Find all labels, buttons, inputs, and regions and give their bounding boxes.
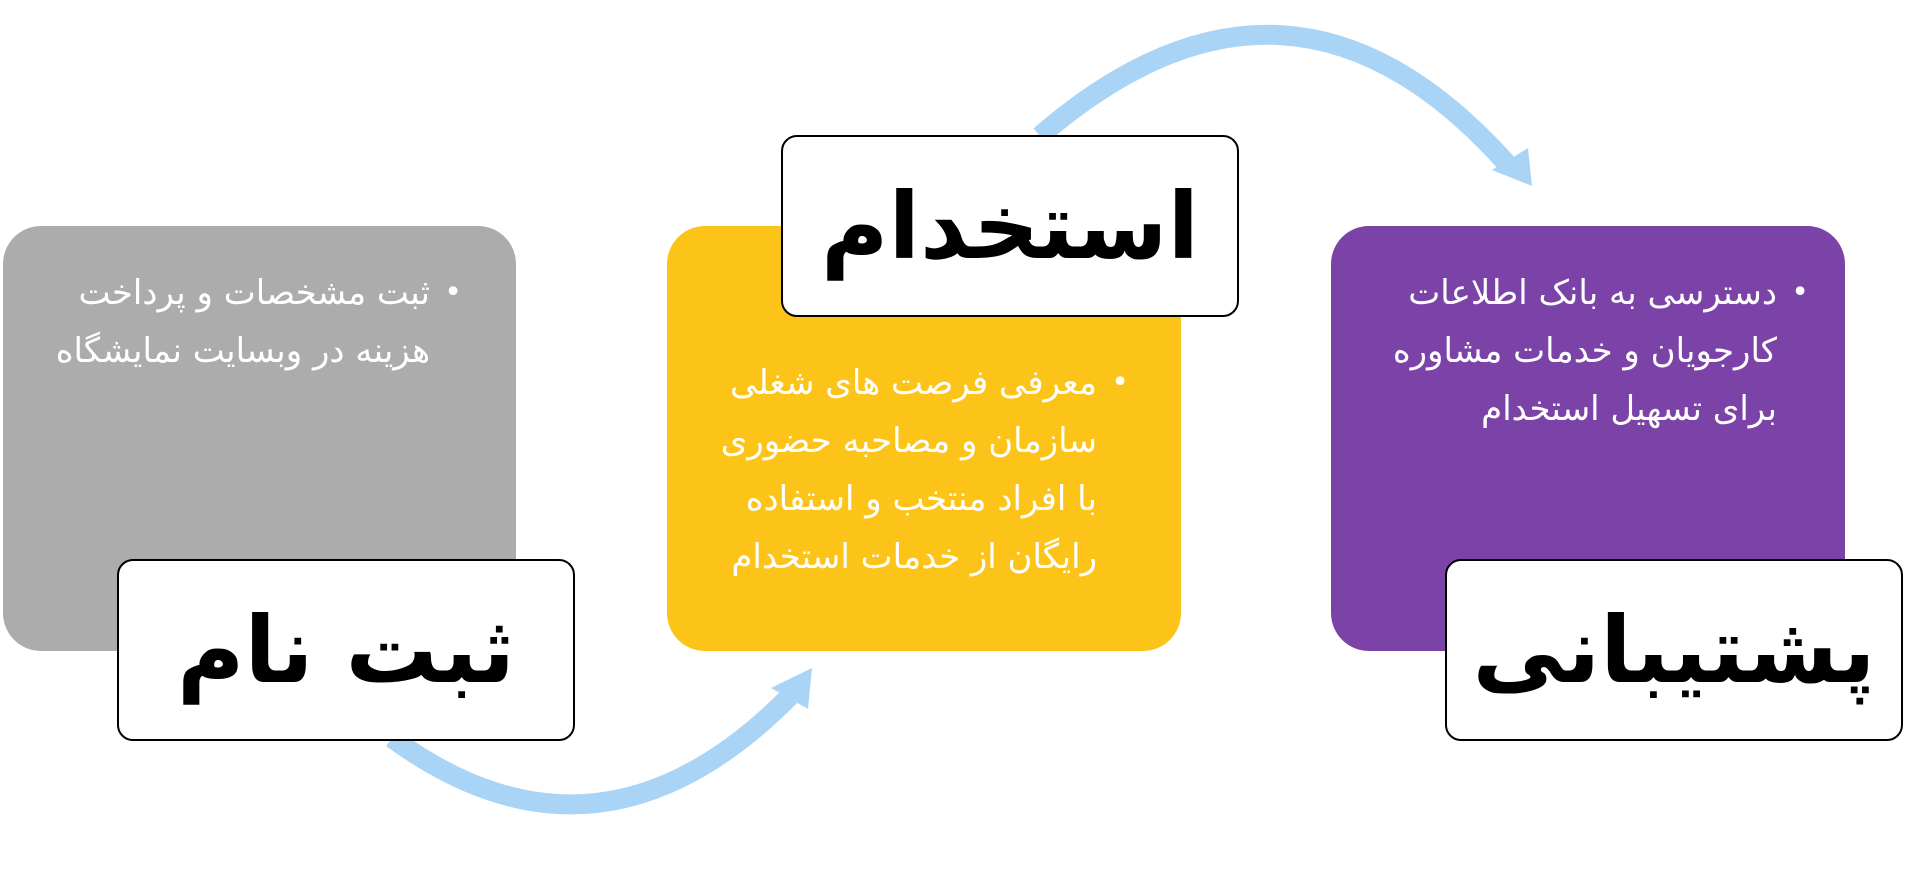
bullet-list-hire: معرفی فرصت های شغلی سازمان و مصاحبه حضور… [691,354,1131,586]
bullet-item-support: دسترسی به بانک اطلاعات کارجویان و خدمات … [1341,264,1811,438]
card-hire: معرفی فرصت های شغلی سازمان و مصاحبه حضور… [667,226,1181,651]
bullet-item-hire: معرفی فرصت های شغلی سازمان و مصاحبه حضور… [691,354,1131,586]
bullet-list-register: ثبت مشخصات و پرداخت هزینه در وبسایت نمای… [24,264,464,380]
step-title-hire: استخدام [781,135,1239,317]
step-title-support: پشتیبانی [1445,559,1903,741]
card-register: ثبت مشخصات و پرداخت هزینه در وبسایت نمای… [3,226,516,651]
arrow-head-hire-to-support [1492,148,1532,186]
bullet-item-register: ثبت مشخصات و پرداخت هزینه در وبسایت نمای… [24,264,464,380]
bullet-list-support: دسترسی به بانک اطلاعات کارجویان و خدمات … [1341,264,1811,438]
arrow-head-register-to-hire [771,668,812,709]
arrow-hire-to-support [1033,24,1516,172]
step-title-register: ثبت نام [117,559,575,741]
arrow-register-to-hire [386,686,800,815]
